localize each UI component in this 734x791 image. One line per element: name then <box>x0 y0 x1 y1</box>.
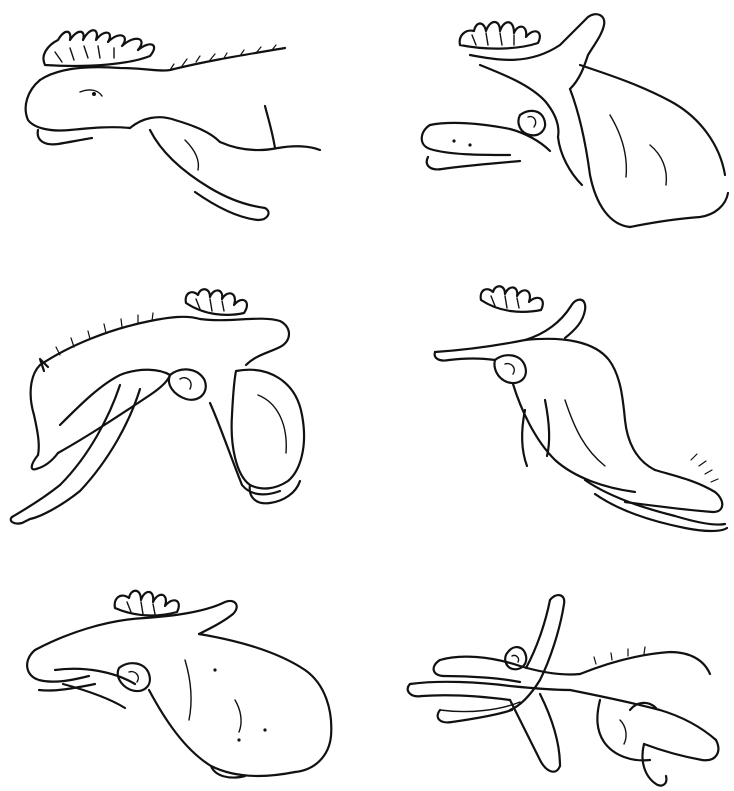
panel-2-drawing <box>410 5 730 235</box>
pelvis-bone <box>408 595 580 772</box>
foal-body-posterior <box>570 647 718 786</box>
sacrum-spines <box>43 30 154 66</box>
foal-body-tucked <box>149 634 331 778</box>
pelvis-bone <box>470 14 604 185</box>
sacrum-spines <box>460 22 540 49</box>
panel-6-foal-pelvis-view <box>400 590 725 790</box>
foal-head <box>26 45 285 144</box>
foal-forelimb <box>130 106 320 220</box>
sacrum-spines <box>186 289 247 315</box>
sacrum-spines <box>115 591 179 616</box>
foal-forelimbs <box>422 123 550 169</box>
foal-limbs-folded <box>522 410 727 531</box>
panel-1-drawing <box>10 10 330 230</box>
panel-4-foal-folded <box>425 280 730 535</box>
pelvis-bone <box>169 319 289 495</box>
foal-body <box>570 65 728 227</box>
foal-body-folded <box>513 339 722 512</box>
panel-5-foal-tucked <box>15 580 335 785</box>
panel-3-drawing <box>0 285 310 525</box>
panel-3-foal-arched <box>0 285 310 525</box>
panel-2-pelvis-foal-forelimbs <box>410 5 730 235</box>
foal-hindlimbs <box>11 385 140 524</box>
panel-1-foal-head-forelimb <box>10 10 330 230</box>
panel-6-drawing <box>400 590 725 790</box>
sacrum-spines <box>481 286 543 312</box>
panel-4-drawing <box>425 280 730 535</box>
panel-5-drawing <box>15 580 335 785</box>
